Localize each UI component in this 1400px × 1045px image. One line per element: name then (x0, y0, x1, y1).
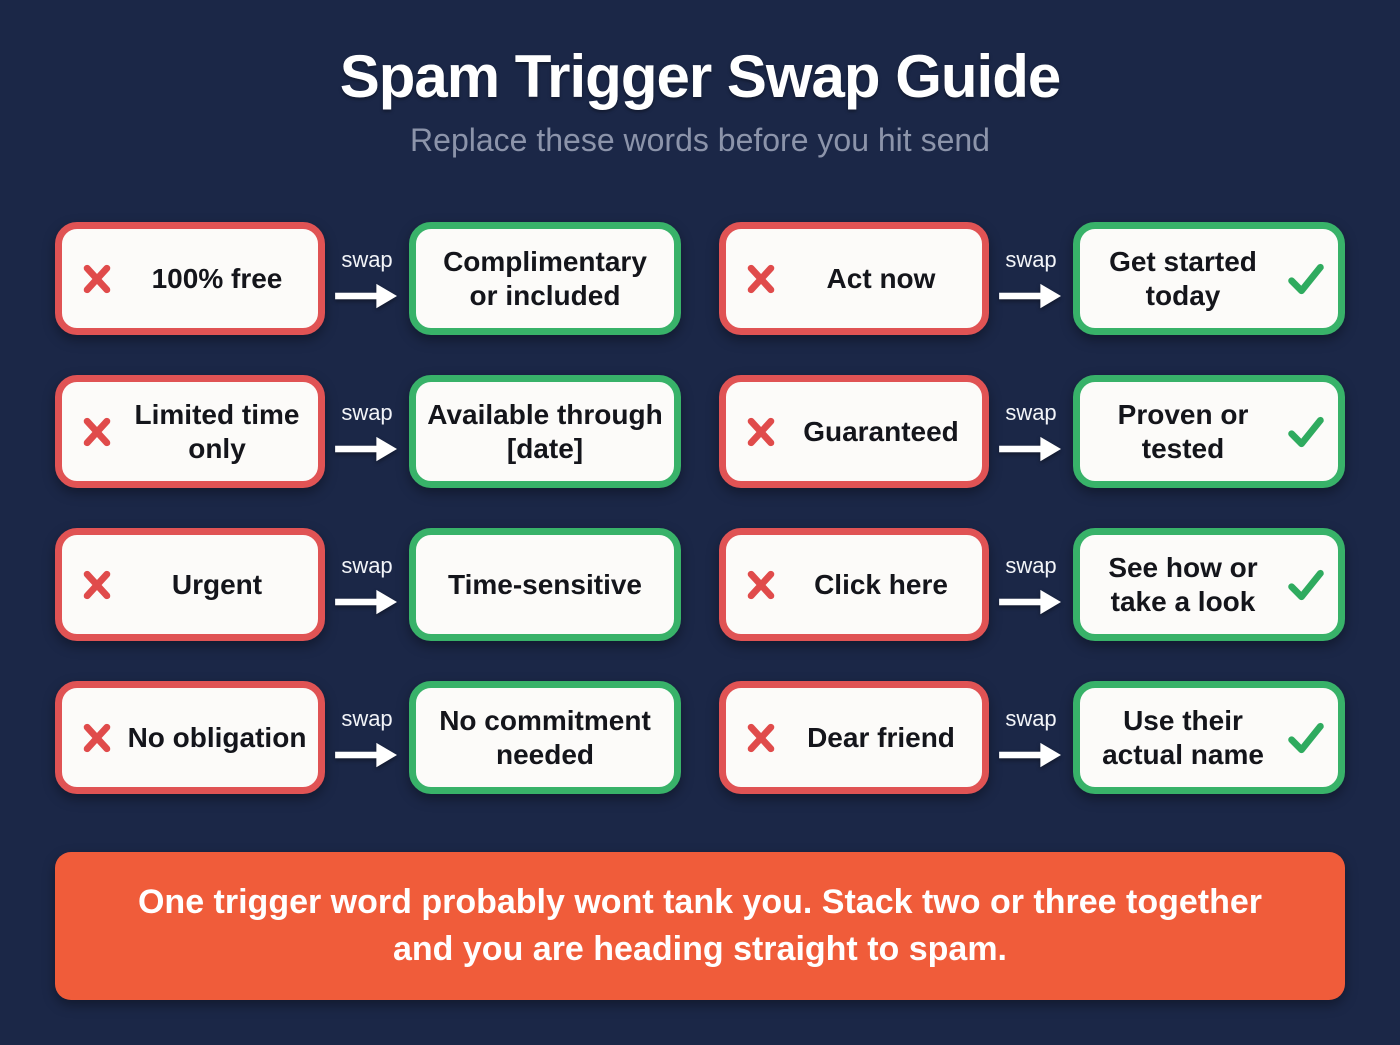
swap-label: swap (1005, 399, 1057, 425)
swap-arrow-cell: swap (325, 375, 409, 488)
header: Spam Trigger Swap Guide Replace these wo… (0, 44, 1400, 159)
footer-banner: One trigger word probably wont tank you.… (55, 852, 1345, 1000)
swap-pair: Limited time only swap Available through… (55, 375, 681, 488)
page-subtitle: Replace these words before you hit send (410, 122, 990, 158)
swap-arrow-cell: swap (989, 222, 1073, 335)
page-title: Spam Trigger Swap Guide (339, 43, 1062, 110)
replacement-word-box: Get started today (1073, 222, 1345, 335)
swap-grid: 100% free swap Complimentary or included… (55, 222, 1345, 794)
replacement-word-label: Available through [date] (427, 399, 663, 464)
trigger-word-label: No obligation (127, 721, 307, 753)
trigger-word-box: Click here (719, 528, 989, 641)
arrow-right-icon (335, 436, 397, 461)
replacement-word-label: Complimentary or included (443, 246, 647, 311)
swap-arrow-cell: swap (325, 222, 409, 335)
check-icon (1286, 261, 1326, 297)
trigger-word-label: Act now (826, 262, 936, 294)
swap-pair: Urgent swap Time-sensitive (55, 528, 681, 641)
swap-arrow-cell: swap (989, 528, 1073, 641)
trigger-word-box: Dear friend (719, 681, 989, 794)
swap-pair: Click here swap See how or take a look (719, 528, 1345, 641)
trigger-word-label: Limited time only (134, 399, 300, 464)
replacement-word-box: See how or take a look (1073, 528, 1345, 641)
swap-label: swap (341, 399, 393, 425)
replacement-word-label: No commitment needed (439, 705, 651, 770)
swap-pair: 100% free swap Complimentary or included (55, 222, 681, 335)
replacement-word-label: Use their actual name (1102, 705, 1264, 770)
x-icon (742, 414, 780, 450)
replacement-word-box: Available through [date] (409, 375, 681, 488)
swap-pair: Dear friend swap Use their actual name (719, 681, 1345, 794)
trigger-word-label: 100% free (151, 262, 283, 294)
x-icon (78, 720, 116, 756)
swap-pair: Act now swap Get started today (719, 222, 1345, 335)
arrow-right-icon (999, 436, 1061, 461)
swap-arrow-cell: swap (989, 681, 1073, 794)
trigger-word-box: Act now (719, 222, 989, 335)
swap-label: swap (1005, 552, 1057, 578)
arrow-right-icon (335, 742, 397, 767)
swap-arrow-cell: swap (325, 528, 409, 641)
replacement-word-box: Complimentary or included (409, 222, 681, 335)
x-icon (742, 567, 780, 603)
x-icon (742, 720, 780, 756)
replacement-word-box: Time-sensitive (409, 528, 681, 641)
arrow-right-icon (335, 283, 397, 308)
replacement-word-box: Proven or tested (1073, 375, 1345, 488)
trigger-word-label: Click here (814, 568, 948, 600)
replacement-word-label: Get started today (1109, 246, 1257, 311)
arrow-right-icon (999, 589, 1061, 614)
check-icon (1286, 567, 1326, 603)
replacement-word-label: Proven or tested (1117, 399, 1249, 464)
swap-label: swap (341, 552, 393, 578)
arrow-right-icon (335, 589, 397, 614)
arrow-right-icon (999, 283, 1061, 308)
swap-arrow-cell: swap (325, 681, 409, 794)
swap-pair: Guaranteed swap Proven or tested (719, 375, 1345, 488)
swap-arrow-cell: swap (989, 375, 1073, 488)
trigger-word-box: Guaranteed (719, 375, 989, 488)
check-icon (1286, 414, 1326, 450)
x-icon (742, 261, 780, 297)
trigger-word-box: No obligation (55, 681, 325, 794)
x-icon (78, 567, 116, 603)
arrow-right-icon (999, 742, 1061, 767)
swap-label: swap (1005, 246, 1057, 272)
swap-pair: No obligation swap No commitment needed (55, 681, 681, 794)
swap-label: swap (341, 246, 393, 272)
trigger-word-box: 100% free (55, 222, 325, 335)
footer-banner-text: One trigger word probably wont tank you.… (137, 883, 1262, 968)
trigger-word-label: Dear friend (807, 721, 955, 753)
trigger-word-label: Urgent (171, 568, 263, 600)
trigger-word-box: Limited time only (55, 375, 325, 488)
swap-label: swap (1005, 705, 1057, 731)
trigger-word-label: Guaranteed (803, 415, 959, 447)
swap-label: swap (341, 705, 393, 731)
replacement-word-box: No commitment needed (409, 681, 681, 794)
x-icon (78, 261, 116, 297)
replacement-word-box: Use their actual name (1073, 681, 1345, 794)
check-icon (1286, 720, 1326, 756)
trigger-word-box: Urgent (55, 528, 325, 641)
replacement-word-label: Time-sensitive (447, 568, 643, 600)
x-icon (78, 414, 116, 450)
replacement-word-label: See how or take a look (1108, 552, 1258, 617)
